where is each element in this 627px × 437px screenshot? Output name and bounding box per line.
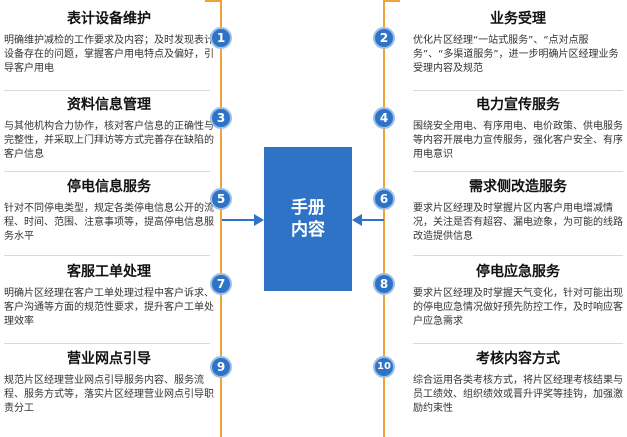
badge-3: 3 bbox=[210, 107, 232, 129]
item-1-title: 表计设备维护 bbox=[67, 11, 151, 27]
item-4-title: 电力宣传服务 bbox=[476, 97, 560, 113]
badge-10: 10 bbox=[373, 356, 395, 378]
item-8-desc: 要求片区经理及时掌握天气变化，针对可能出现的停电应急情况做好预先防控工作，及时响… bbox=[413, 288, 623, 327]
badge-8: 8 bbox=[373, 273, 395, 295]
item-9-desc: 规范片区经理营业网点引导服务内容、服务流程、服务方式等，落实片区经理营业网点引导… bbox=[4, 375, 214, 414]
item-9: 营业网点引导 规范片区经理营业网点引导服务内容、服务流程、服务方式等，落实片区经… bbox=[4, 350, 214, 416]
item-6: 需求侧改造服务 要求片区经理及时掌握片区内客户用电增减情况，关注是否有超容、漏电… bbox=[413, 178, 623, 244]
right-vertical-line bbox=[383, 0, 385, 437]
item-10: 考核内容方式 综合运用各类考核方式，将片区经理考核结果与员工绩效、组织绩效或晋升… bbox=[413, 350, 623, 416]
item-7: 客服工单处理 明确片区经理在客户工单处理过程中客户诉求、客户沟通等方面的规范性要… bbox=[4, 263, 214, 329]
left-vertical-line bbox=[220, 0, 222, 437]
item-10-title: 考核内容方式 bbox=[476, 351, 560, 367]
separator bbox=[4, 90, 210, 91]
separator bbox=[4, 343, 210, 344]
center-title-line2: 内容 bbox=[291, 220, 325, 240]
badge-9: 9 bbox=[210, 356, 232, 378]
separator bbox=[413, 90, 623, 91]
item-5-title: 停电信息服务 bbox=[67, 179, 151, 195]
item-5-desc: 针对不同停电类型，规定各类停电信息公开的流程、时间、范围、注意事项等，提高停电信… bbox=[4, 203, 214, 242]
item-7-desc: 明确片区经理在客户工单处理过程中客户诉求、客户沟通等方面的规范性要求，提升客户工… bbox=[4, 288, 214, 327]
separator bbox=[413, 343, 623, 344]
item-7-title: 客服工单处理 bbox=[67, 264, 151, 280]
item-9-title: 营业网点引导 bbox=[67, 351, 151, 367]
item-8-title: 停电应急服务 bbox=[476, 264, 560, 280]
item-2: 业务受理 优化片区经理“一站式服务”、“点对点服务”、“多渠道服务”，进一步明确… bbox=[413, 10, 623, 76]
badge-1: 1 bbox=[210, 27, 232, 49]
badge-4: 4 bbox=[373, 107, 395, 129]
separator bbox=[413, 171, 623, 172]
item-6-title: 需求侧改造服务 bbox=[469, 179, 567, 195]
badge-5: 5 bbox=[210, 188, 232, 210]
center-title-line1: 手册 bbox=[291, 198, 325, 218]
item-2-desc: 优化片区经理“一站式服务”、“点对点服务”、“多渠道服务”，进一步明确片区经理业… bbox=[413, 35, 619, 74]
badge-6: 6 bbox=[373, 188, 395, 210]
item-3-desc: 与其他机构合力协作，核对客户信息的正确性与完整性，并采取上门拜访等方式完善存在缺… bbox=[4, 121, 214, 160]
item-1-desc: 明确维护减检的工作要求及内容；及时发现表计设备存在的问题，掌握客户用电特点及偏好… bbox=[4, 35, 214, 74]
left-arrow-icon bbox=[222, 214, 264, 226]
item-2-title: 业务受理 bbox=[490, 11, 546, 27]
item-3-title: 资料信息管理 bbox=[67, 97, 151, 113]
item-8: 停电应急服务 要求片区经理及时掌握天气变化，针对可能出现的停电应急情况做好预先防… bbox=[413, 263, 623, 329]
center-box: 手册 内容 bbox=[264, 147, 352, 291]
item-10-desc: 综合运用各类考核方式，将片区经理考核结果与员工绩效、组织绩效或晋升评奖等挂钩，加… bbox=[413, 375, 623, 414]
separator bbox=[4, 171, 210, 172]
right-arrow-icon bbox=[352, 214, 384, 226]
separator bbox=[4, 255, 210, 256]
item-5: 停电信息服务 针对不同停电类型，规定各类停电信息公开的流程、时间、范围、注意事项… bbox=[4, 178, 214, 244]
item-6-desc: 要求片区经理及时掌握片区内客户用电增减情况，关注是否有超容、漏电迹象，为可能的线… bbox=[413, 203, 623, 242]
badge-7: 7 bbox=[210, 273, 232, 295]
item-4: 电力宣传服务 围绕安全用电、有序用电、电价政策、供电服务等内容开展电力宣传服务，… bbox=[413, 96, 623, 162]
separator bbox=[413, 255, 623, 256]
item-1: 表计设备维护 明确维护减检的工作要求及内容；及时发现表计设备存在的问题，掌握客户… bbox=[4, 10, 214, 76]
item-4-desc: 围绕安全用电、有序用电、电价政策、供电服务等内容开展电力宣传服务，强化客户安全、… bbox=[413, 121, 623, 160]
item-3: 资料信息管理 与其他机构合力协作，核对客户信息的正确性与完整性，并采取上门拜访等… bbox=[4, 96, 214, 162]
top-right-connector bbox=[383, 0, 400, 2]
badge-2: 2 bbox=[373, 27, 395, 49]
top-left-connector bbox=[205, 0, 222, 2]
